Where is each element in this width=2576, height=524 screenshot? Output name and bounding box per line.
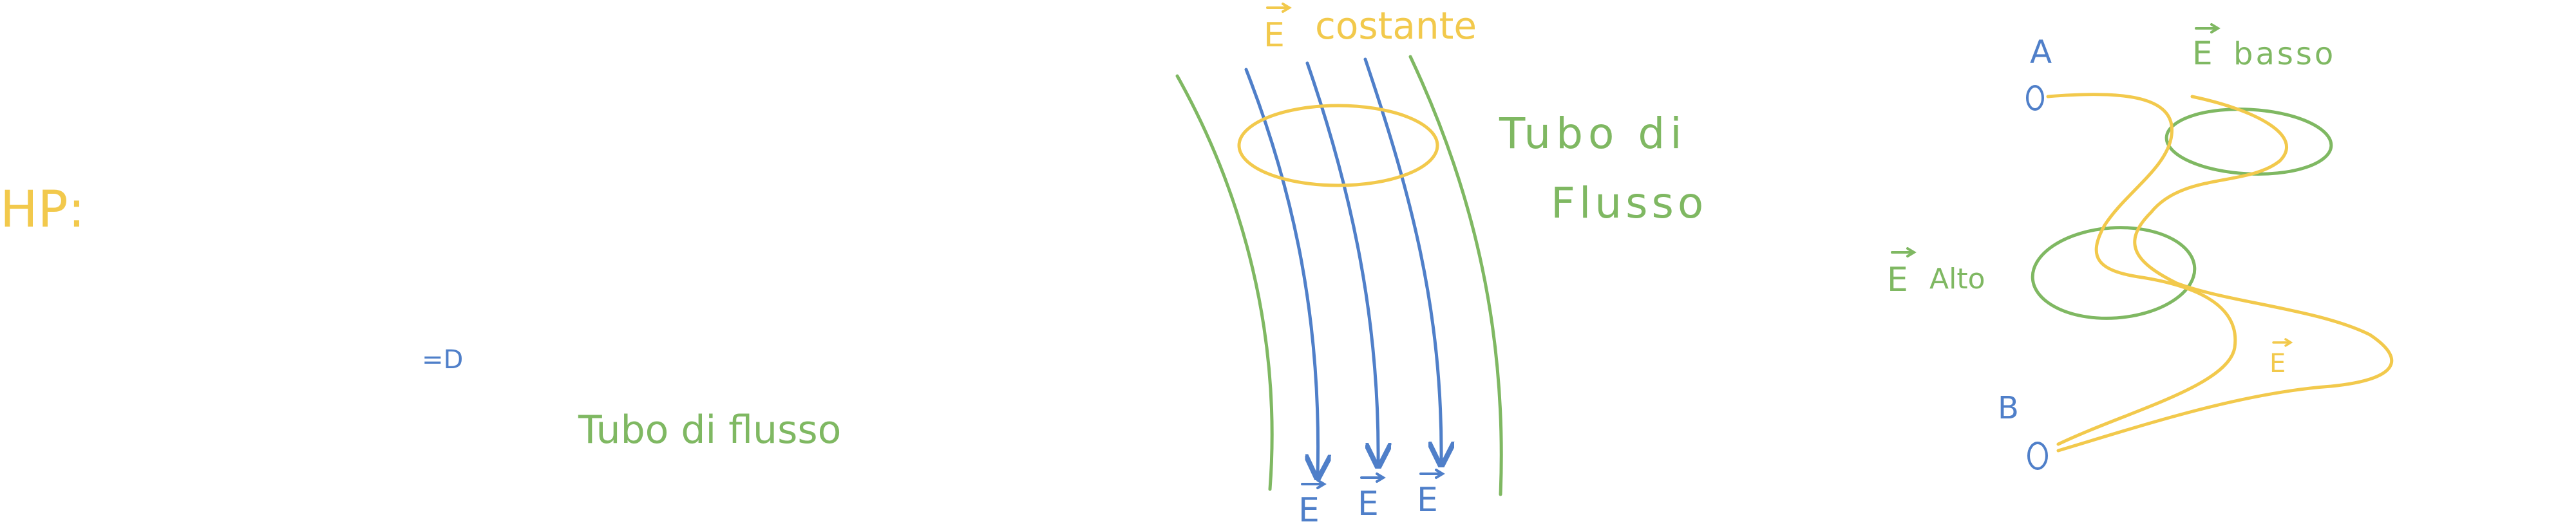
e-constant-vector: E xyxy=(1264,16,1285,55)
low-field-region xyxy=(2164,108,2333,176)
e-path-vector-arrow xyxy=(2272,338,2293,347)
point-a-label: A xyxy=(2030,33,2052,71)
field-line-left xyxy=(1244,68,1318,475)
e-low-vector: E xyxy=(2192,35,2213,72)
e-right-label: E xyxy=(1417,481,1438,519)
tube-wall-right xyxy=(1408,55,1503,496)
point-b-marker xyxy=(2027,442,2048,470)
e-mid-vector-arrow xyxy=(1360,473,1386,483)
e-path-label: E xyxy=(2269,349,2286,379)
e-high-vector: E xyxy=(1887,261,1908,299)
e-low-vector-arrow xyxy=(2195,23,2221,33)
implies-arrow: =D xyxy=(422,345,463,375)
e-mid-label: E xyxy=(1358,485,1379,523)
e-high-word: Alto xyxy=(1929,263,1985,295)
field-line-right xyxy=(1363,57,1441,462)
point-b-label: B xyxy=(1998,390,2019,426)
hp-label: HP: xyxy=(0,181,85,239)
tube-title-line2: Flusso xyxy=(1551,178,1707,228)
e-low-word: basso xyxy=(2233,36,2336,72)
tube-phrase: Tubo di flusso xyxy=(578,407,841,453)
tube-cross-section xyxy=(1237,104,1439,187)
field-line-middle xyxy=(1305,61,1378,463)
e-high-vector-arrow xyxy=(1891,247,1917,257)
e-constant-word: costante xyxy=(1315,4,1477,48)
e-right-vector-arrow xyxy=(1419,469,1445,479)
tube-title-line1: Tubo di xyxy=(1499,109,1687,158)
high-field-region xyxy=(2031,226,2197,320)
path-a-to-b-1 xyxy=(2046,93,2237,446)
path-a-to-b-2 xyxy=(2056,95,2394,453)
e-left-label: E xyxy=(1298,491,1320,524)
e-left-vector-arrow xyxy=(1301,479,1327,489)
point-a-marker xyxy=(2026,85,2044,111)
e-constant-vector-arrow xyxy=(1266,3,1292,13)
tube-wall-left xyxy=(1175,74,1274,491)
